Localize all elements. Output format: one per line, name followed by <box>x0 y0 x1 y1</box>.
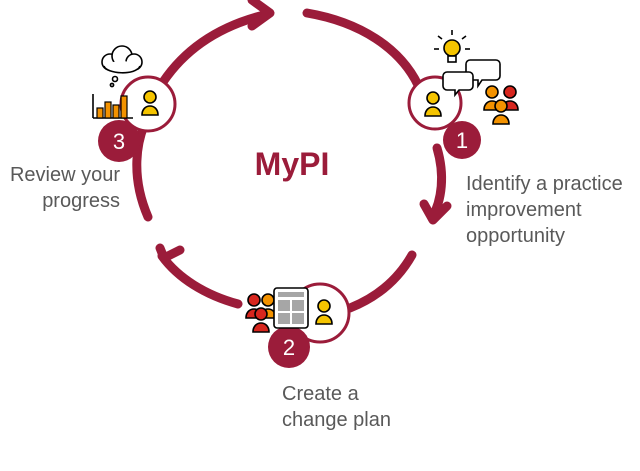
step-3-number: 3 <box>113 129 125 154</box>
step-1-label: Identify a practice improvement opportun… <box>466 171 623 249</box>
step-1-label-line: Identify a practice <box>466 173 623 195</box>
arrowhead-right <box>419 199 452 225</box>
arrowhead-top <box>247 0 275 31</box>
planner-grid-icon <box>273 287 309 329</box>
step-3-label-line: progress <box>42 190 120 212</box>
arrowhead-left <box>155 243 185 263</box>
step-1-label-line: opportunity <box>466 225 565 247</box>
step-3-label: Review your progress <box>4 162 120 214</box>
thought-cloud-icon <box>101 45 143 88</box>
arc-top-right <box>302 8 423 90</box>
group-icon <box>483 85 519 125</box>
bar-chart-icon <box>92 94 133 119</box>
arc-top-left <box>158 9 273 87</box>
lightbulb-icon <box>434 30 470 63</box>
step-3-badge <box>98 120 140 162</box>
speech-bubbles-icon <box>442 59 501 98</box>
step-1-node: 1 <box>407 30 519 159</box>
step-2-label-line: change plan <box>282 409 391 431</box>
step-2-label: Create a change plan <box>282 381 391 433</box>
step-3-node: 3 <box>92 45 177 162</box>
cycle-arcs <box>132 8 446 313</box>
arrowheads <box>155 0 452 263</box>
arc-bottom-right <box>345 250 417 313</box>
center-title: MyPI <box>254 146 330 182</box>
step-2-label-line: Create a <box>282 383 359 405</box>
step-2-node: 2 <box>245 282 351 368</box>
step-3-label-line: Review your <box>9 164 120 186</box>
step-2-badge <box>268 326 310 368</box>
step-1-number: 1 <box>456 128 468 153</box>
step-2-number: 2 <box>283 335 295 360</box>
group-icon <box>245 293 277 333</box>
step-1-badge <box>443 121 481 159</box>
arc-bottom-left <box>157 251 243 309</box>
step-1-label-line: improvement <box>466 199 582 221</box>
